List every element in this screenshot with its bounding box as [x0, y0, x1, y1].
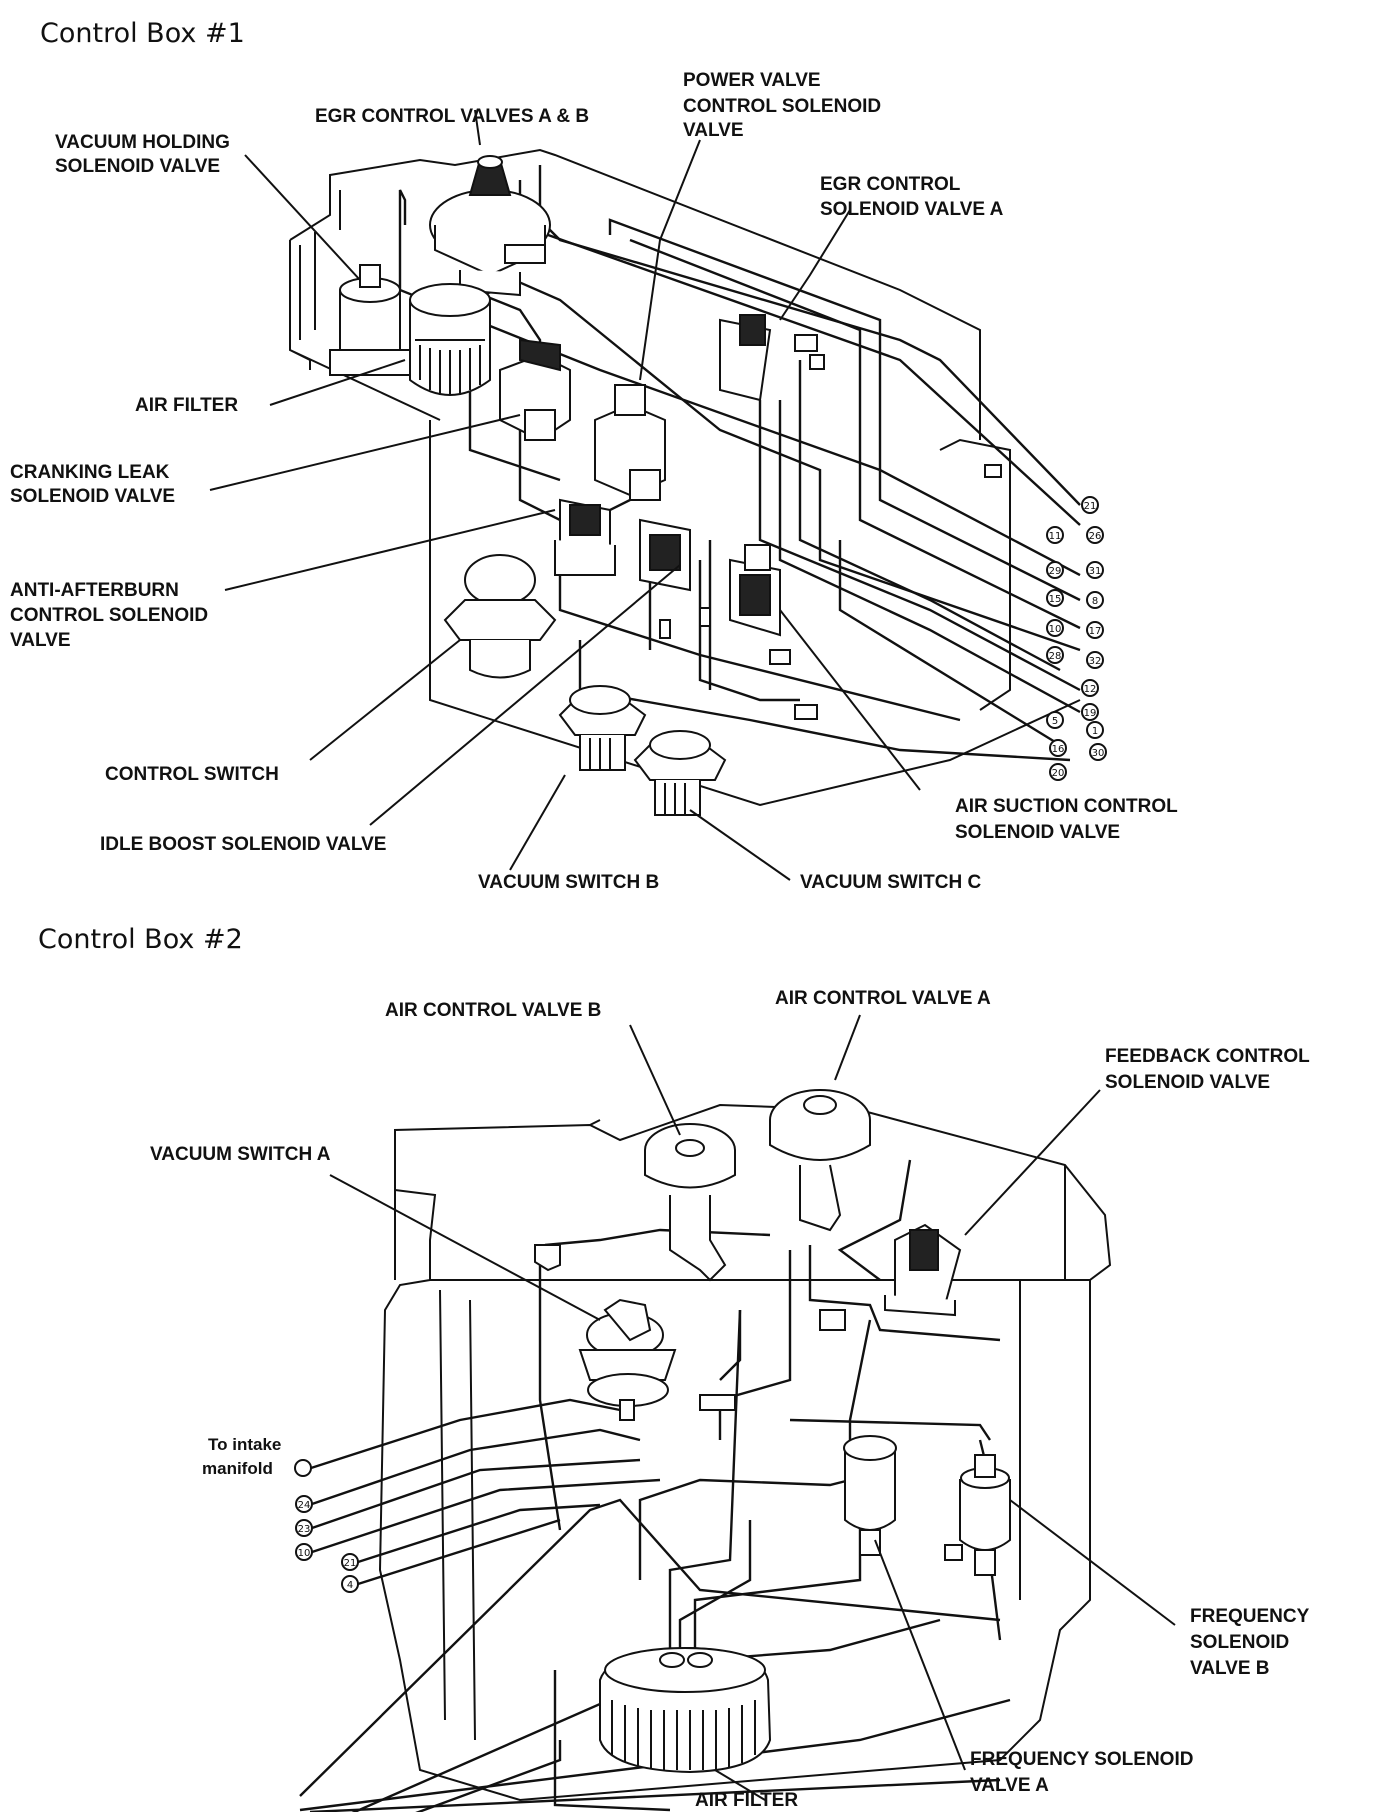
- port-31: 31: [1086, 561, 1104, 579]
- label-air-filter-1: AIR FILTER: [135, 395, 238, 416]
- port-29: 29: [1046, 561, 1064, 579]
- port-32: 32: [1086, 651, 1104, 669]
- svg-text:17: 17: [1089, 626, 1102, 637]
- svg-text:15: 15: [1049, 594, 1062, 605]
- svg-text:23: 23: [298, 1524, 311, 1535]
- svg-text:21: 21: [344, 1558, 357, 1569]
- control-box-1-callouts: [209, 109, 921, 881]
- svg-text:12: 12: [1084, 684, 1097, 695]
- port-26: 26: [1086, 526, 1104, 544]
- svg-text:24: 24: [298, 1500, 311, 1511]
- control-box-1-ports: 21 11 26 29 31 15 8 10 17 28 32 12 19 5 …: [1046, 496, 1107, 781]
- port-8: 8: [1086, 591, 1104, 609]
- port-21: 21: [1081, 496, 1099, 514]
- port-15: 15: [1046, 589, 1064, 607]
- label-anti-afterburn-1: ANTI-AFTERBURN: [10, 580, 179, 601]
- port-11: 11: [1046, 526, 1064, 544]
- label-freq-b-3: VALVE B: [1190, 1658, 1270, 1679]
- port-30: 30: [1089, 743, 1107, 761]
- port-4: 4: [341, 1575, 359, 1593]
- svg-text:5: 5: [1052, 716, 1058, 727]
- svg-text:32: 32: [1089, 656, 1102, 667]
- svg-text:11: 11: [1049, 531, 1062, 542]
- port-20: 20: [1049, 763, 1067, 781]
- control-box-2-labels: AIR CONTROL VALVE B AIR CONTROL VALVE A …: [150, 988, 1310, 1811]
- label-vacuum-switch-b: VACUUM SWITCH B: [478, 872, 659, 893]
- svg-text:31: 31: [1089, 566, 1102, 577]
- label-air-control-valve-a: AIR CONTROL VALVE A: [775, 988, 991, 1009]
- control-box-2-title: Control Box #2: [38, 924, 243, 955]
- port-19: 19: [1081, 703, 1099, 721]
- svg-text:29: 29: [1049, 566, 1062, 577]
- label-air-suction-1: AIR SUCTION CONTROL: [955, 796, 1178, 817]
- label-freq-b-2: SOLENOID: [1190, 1632, 1289, 1653]
- svg-text:16: 16: [1052, 744, 1065, 755]
- port-10: 10: [1046, 619, 1064, 637]
- port-23: 23: [295, 1519, 313, 1537]
- label-air-control-valve-b: AIR CONTROL VALVE B: [385, 1000, 601, 1021]
- label-air-filter-2: AIR FILTER: [695, 1790, 798, 1811]
- label-to-intake-1: To intake: [208, 1435, 281, 1454]
- label-idle-boost: IDLE BOOST SOLENOID VALVE: [100, 834, 386, 855]
- svg-text:20: 20: [1052, 768, 1065, 779]
- port-17: 17: [1086, 621, 1104, 639]
- label-freq-a-1: FREQUENCY SOLENOID: [970, 1749, 1193, 1770]
- intake-port: [294, 1459, 312, 1477]
- label-cranking-leak-2: SOLENOID VALVE: [10, 486, 175, 507]
- label-egr-solenoid-a-2: SOLENOID VALVE A: [820, 199, 1004, 220]
- svg-text:21: 21: [1084, 501, 1097, 512]
- control-box-1-drawing: [289, 148, 1081, 816]
- port-5: 5: [1046, 711, 1064, 729]
- port-12: 12: [1081, 679, 1099, 697]
- label-cranking-leak-1: CRANKING LEAK: [10, 462, 170, 483]
- control-box-2-ports: To intake manifold 24 23 10 21 4: [202, 1398, 661, 1593]
- label-to-intake-2: manifold: [202, 1459, 273, 1478]
- svg-text:8: 8: [1092, 596, 1098, 607]
- label-anti-afterburn-3: VALVE: [10, 630, 71, 651]
- label-vacuum-switch-a: VACUUM SWITCH A: [150, 1144, 331, 1165]
- label-vacuum-holding-1: VACUUM HOLDING: [55, 132, 230, 153]
- svg-text:30: 30: [1092, 748, 1105, 759]
- port-10b: 10: [295, 1543, 313, 1561]
- control-box-1-labels: EGR CONTROL VALVES A & B VACUUM HOLDING …: [10, 70, 1178, 893]
- label-freq-a-2: VALVE A: [970, 1775, 1049, 1796]
- label-control-switch: CONTROL SWITCH: [105, 764, 279, 785]
- svg-text:26: 26: [1089, 531, 1102, 542]
- label-power-valve-3: VALVE: [683, 120, 744, 141]
- svg-text:1: 1: [1092, 726, 1098, 737]
- port-21b: 21: [341, 1553, 359, 1571]
- port-24: 24: [295, 1495, 313, 1513]
- svg-text:4: 4: [347, 1580, 353, 1591]
- label-vacuum-switch-c: VACUUM SWITCH C: [800, 872, 981, 893]
- port-28: 28: [1046, 646, 1064, 664]
- label-feedback-2: SOLENOID VALVE: [1105, 1072, 1270, 1093]
- label-egr-solenoid-a-1: EGR CONTROL: [820, 174, 961, 195]
- label-power-valve-1: POWER VALVE: [683, 70, 821, 91]
- label-power-valve-2: CONTROL SOLENOID: [683, 96, 881, 117]
- label-egr-control-valves-ab: EGR CONTROL VALVES A & B: [315, 106, 589, 127]
- label-anti-afterburn-2: CONTROL SOLENOID: [10, 605, 208, 626]
- label-freq-b-1: FREQUENCY: [1190, 1606, 1310, 1627]
- svg-text:19: 19: [1084, 708, 1097, 719]
- label-feedback-1: FEEDBACK CONTROL: [1105, 1046, 1310, 1067]
- port-16: 16: [1049, 739, 1067, 757]
- svg-text:28: 28: [1049, 651, 1062, 662]
- control-box-2-drawing: [299, 1089, 1112, 1812]
- port-1: 1: [1086, 721, 1104, 739]
- svg-text:10: 10: [1049, 624, 1062, 635]
- label-vacuum-holding-2: SOLENOID VALVE: [55, 156, 220, 177]
- control-box-2-callouts: [329, 1014, 1176, 1801]
- svg-text:10: 10: [298, 1548, 311, 1559]
- control-box-1-title: Control Box #1: [40, 18, 245, 49]
- label-air-suction-2: SOLENOID VALVE: [955, 822, 1120, 843]
